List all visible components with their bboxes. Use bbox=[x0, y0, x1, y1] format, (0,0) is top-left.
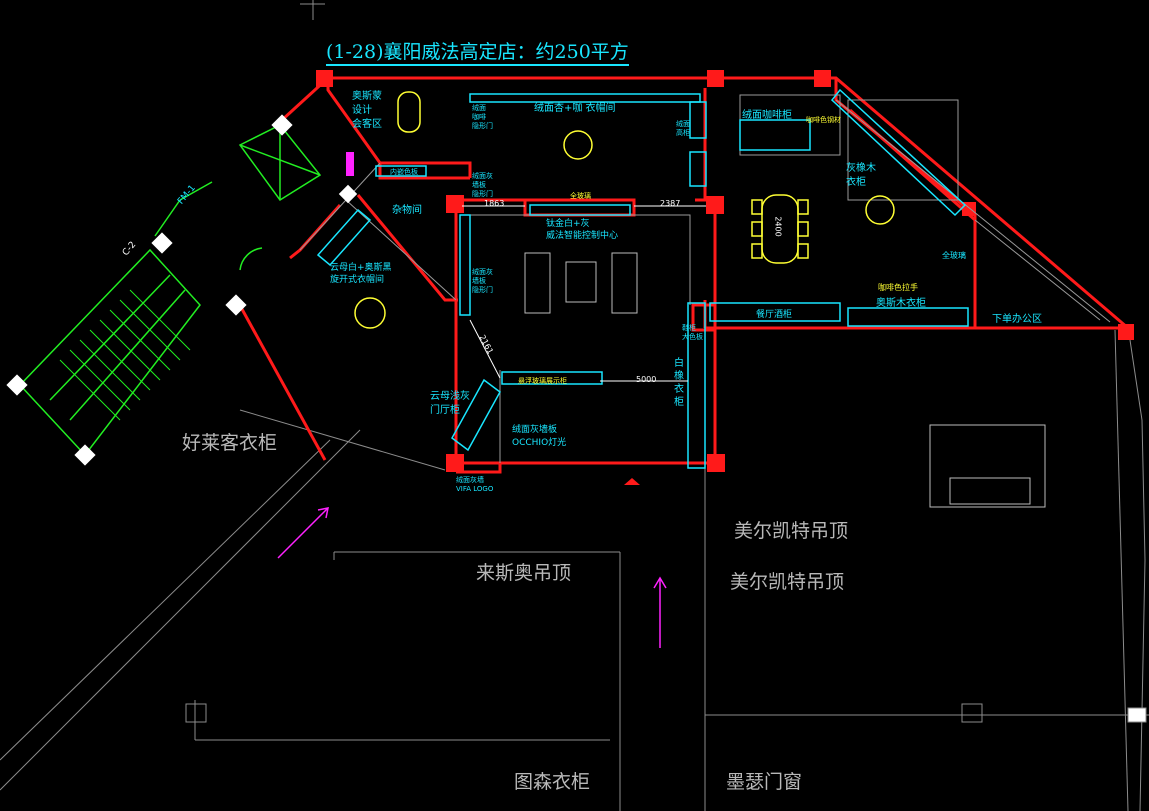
entrance-marker bbox=[624, 478, 640, 485]
label-storage-room: 杂物间 bbox=[392, 205, 422, 216]
label-haolaike: 好莱客衣柜 bbox=[182, 432, 278, 454]
label-oak-wardrobe: 奥斯木衣柜 bbox=[876, 298, 926, 309]
label-side-door-b: 绒面灰 墙板 隐形门 bbox=[472, 172, 493, 198]
label-mose: 墨瑟门窗 bbox=[726, 771, 803, 793]
label-white-wardrobe: 白 橡 衣 柜 bbox=[674, 358, 684, 408]
label-coffee-tempered: 咖啡色钢材 bbox=[806, 116, 841, 124]
dim-5000: 5000 bbox=[636, 375, 657, 384]
entrance-arrows bbox=[277, 507, 667, 648]
label-design-meeting: 奥斯蒙 设计 会客区 bbox=[352, 91, 382, 130]
label-fabric-coffee-cabinet: 绒面咖啡柜 bbox=[742, 110, 792, 121]
label-gray-wood-wardrobe: 灰橡木 衣柜 bbox=[846, 163, 876, 188]
label-yunmu-wardrobe: 云母白+奥斯黑 旋开式衣帽间 bbox=[330, 263, 392, 285]
pink-marker bbox=[346, 152, 354, 176]
label-meierkaite-2: 美尔凯特吊顶 bbox=[730, 571, 845, 593]
label-all-glass-right: 全玻璃 bbox=[942, 251, 966, 260]
label-side-door-c: 绒面灰 墙板 隐形门 bbox=[472, 268, 493, 294]
label-office-area: 下单办公区 bbox=[992, 314, 1042, 325]
label-restaurant-cabinet: 餐厅酒柜 bbox=[756, 310, 793, 320]
label-shoe-cabinet: 鞋柜 大色板 bbox=[682, 324, 703, 341]
label-coffee-handle: 咖啡色拉手 bbox=[878, 283, 918, 292]
label-fabric-gray-logo: 绒面灰墙 VIFA LOGO bbox=[456, 476, 494, 493]
center-sofas bbox=[524, 252, 1046, 508]
label-control-center: 钛金白+灰 威法智能控制中心 bbox=[546, 219, 619, 241]
label-all-glass-top: 全玻璃 bbox=[570, 192, 591, 200]
label-inner-color: 内嵌色板 bbox=[390, 168, 418, 176]
stair-treads bbox=[59, 289, 191, 421]
dim-2387: 2387 bbox=[660, 199, 681, 208]
dim-1863: 1863 bbox=[484, 199, 505, 208]
label-laisiao: 来斯奥吊顶 bbox=[476, 562, 572, 584]
stairwell bbox=[18, 124, 322, 457]
dimension-lines bbox=[462, 205, 706, 382]
label-glass-bar: 悬浮玻璃展示柜 bbox=[518, 377, 567, 385]
furniture bbox=[354, 91, 895, 329]
label-meierkaite-1: 美尔凯特吊顶 bbox=[734, 520, 849, 542]
page-title: (1-28)襄阳威法高定店：约250平方 bbox=[326, 40, 629, 66]
label-fabric-gray-wall: 绒面灰墙板 OCCHIO灯光 bbox=[512, 425, 567, 448]
white-columns bbox=[6, 114, 358, 466]
structural-columns bbox=[316, 70, 1134, 472]
cabinets bbox=[316, 88, 969, 469]
dim-2400: 2400 bbox=[773, 216, 783, 237]
label-side-door-a: 绒面 咖啡 隐形门 bbox=[472, 104, 493, 130]
label-yunmu-hall: 云母浅灰 门厅柜 bbox=[430, 391, 470, 416]
label-fabric-wardrobe: 绒面杏+咖 衣帽间 bbox=[534, 103, 616, 114]
label-tall-cabinet: 绒面 高柜 bbox=[676, 120, 690, 137]
label-tusen: 图森衣柜 bbox=[514, 771, 591, 793]
